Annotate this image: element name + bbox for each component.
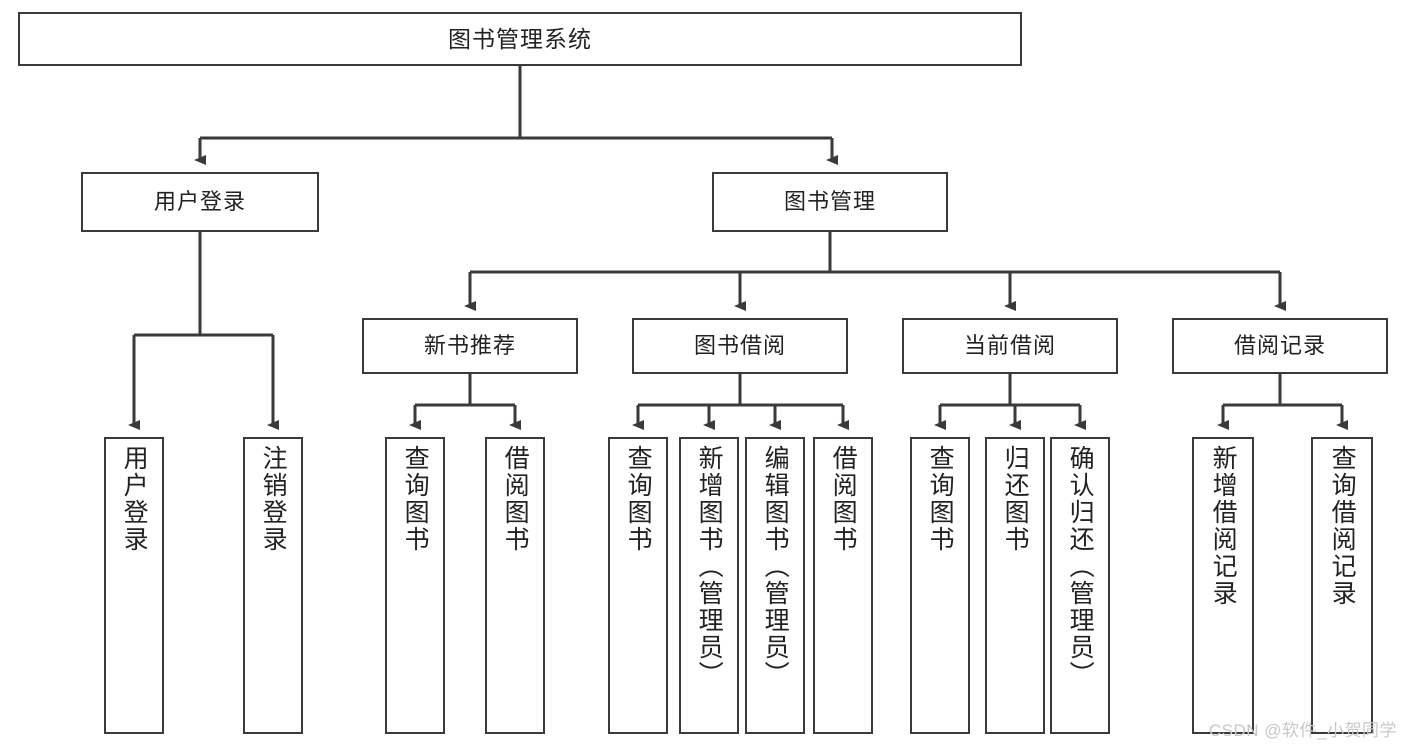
node-leaf-edit-book-admin[interactable]: 编辑图书（管理员） — [745, 437, 805, 734]
node-user-login-label: 用户登录 — [153, 189, 246, 215]
node-leaf-return-book-label: 归还图书 — [1001, 445, 1030, 553]
node-leaf-borrow-book-2[interactable]: 借阅图书 — [813, 437, 873, 734]
node-leaf-query-book-1-label: 查询图书 — [401, 445, 430, 553]
node-leaf-edit-book-admin-label: 编辑图书（管理员） — [761, 445, 790, 688]
node-book-borrow-label: 图书借阅 — [693, 333, 786, 359]
node-borrow-record-label: 借阅记录 — [1233, 333, 1326, 359]
node-book-manage[interactable]: 图书管理 — [712, 172, 948, 232]
csdn-watermark: CSDN @软件_小贺同学 — [1208, 721, 1397, 740]
node-user-login[interactable]: 用户登录 — [81, 172, 319, 232]
node-leaf-return-book[interactable]: 归还图书 — [985, 437, 1045, 734]
node-leaf-query-book-1[interactable]: 查询图书 — [385, 437, 445, 734]
node-leaf-confirm-return-admin-label: 确认归还（管理员） — [1066, 445, 1095, 688]
node-leaf-query-book-3-label: 查询图书 — [926, 445, 955, 553]
node-root-label: 图书管理系统 — [448, 25, 592, 52]
node-leaf-query-book-2-label: 查询图书 — [624, 445, 653, 553]
node-leaf-query-borrow-record-label: 查询借阅记录 — [1328, 445, 1357, 607]
node-book-borrow[interactable]: 图书借阅 — [632, 318, 848, 374]
node-leaf-query-book-2[interactable]: 查询图书 — [608, 437, 668, 734]
node-root[interactable]: 图书管理系统 — [18, 12, 1022, 66]
node-leaf-query-borrow-record[interactable]: 查询借阅记录 — [1311, 437, 1373, 734]
node-leaf-logout-login-label: 注销登录 — [259, 445, 288, 553]
node-leaf-borrow-book-1[interactable]: 借阅图书 — [485, 437, 545, 734]
node-new-book-recommend-label: 新书推荐 — [423, 333, 516, 359]
node-leaf-user-login[interactable]: 用户登录 — [104, 437, 164, 734]
node-current-borrow[interactable]: 当前借阅 — [902, 318, 1118, 374]
node-borrow-record[interactable]: 借阅记录 — [1172, 318, 1388, 374]
node-leaf-user-login-label: 用户登录 — [120, 445, 149, 553]
node-leaf-borrow-book-2-label: 借阅图书 — [829, 445, 858, 553]
node-current-borrow-label: 当前借阅 — [963, 333, 1056, 359]
node-leaf-logout-login[interactable]: 注销登录 — [243, 437, 303, 734]
node-new-book-recommend[interactable]: 新书推荐 — [362, 318, 578, 374]
node-leaf-confirm-return-admin[interactable]: 确认归还（管理员） — [1050, 437, 1110, 734]
node-leaf-add-book-admin-label: 新增图书（管理员） — [695, 445, 724, 688]
node-book-manage-label: 图书管理 — [783, 189, 876, 215]
node-leaf-add-book-admin[interactable]: 新增图书（管理员） — [679, 437, 739, 734]
node-leaf-borrow-book-1-label: 借阅图书 — [501, 445, 530, 553]
node-leaf-query-book-3[interactable]: 查询图书 — [910, 437, 970, 734]
node-leaf-add-borrow-record[interactable]: 新增借阅记录 — [1192, 437, 1254, 734]
node-leaf-add-borrow-record-label: 新增借阅记录 — [1209, 445, 1238, 607]
